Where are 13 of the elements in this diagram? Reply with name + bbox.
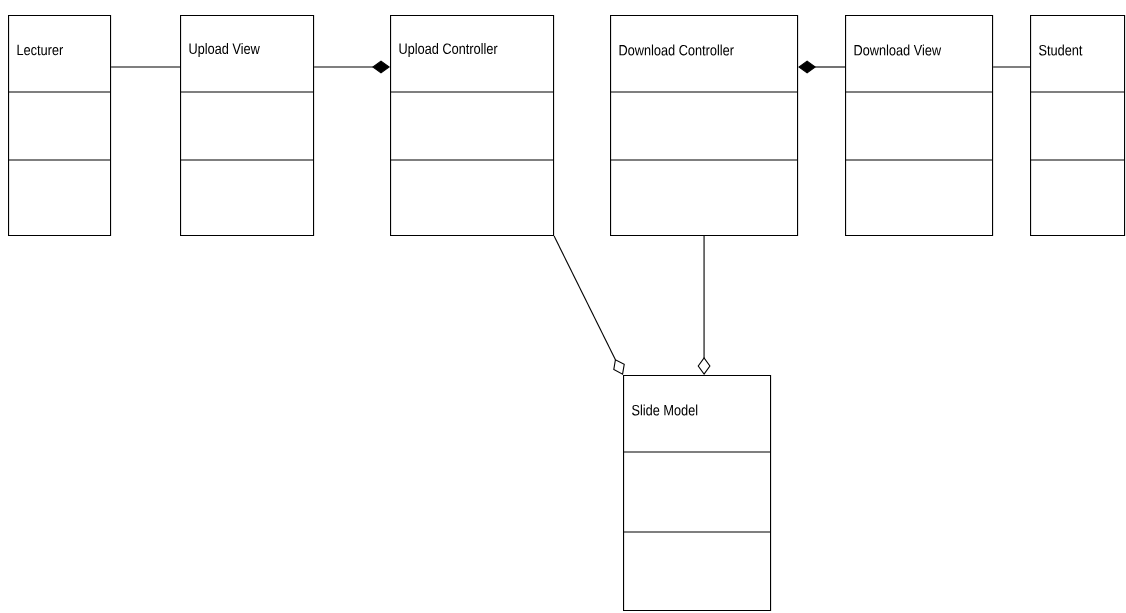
association-line (992, 66, 1031, 68)
class-box: Download View (844, 15, 994, 237)
aggregation-line (553, 235, 625, 375)
aggregation-line (697, 235, 711, 375)
class-box: Download Controller (609, 15, 799, 237)
class-box: Slide Model (622, 375, 772, 612)
aggregation-line (798, 60, 846, 74)
aggregation-line (313, 60, 390, 74)
class-box: Upload View (179, 15, 315, 237)
association-line (110, 66, 181, 68)
class-box: Lecturer (7, 15, 112, 237)
class-box: Upload Controller (389, 15, 555, 237)
class-box: Student (1029, 15, 1126, 237)
